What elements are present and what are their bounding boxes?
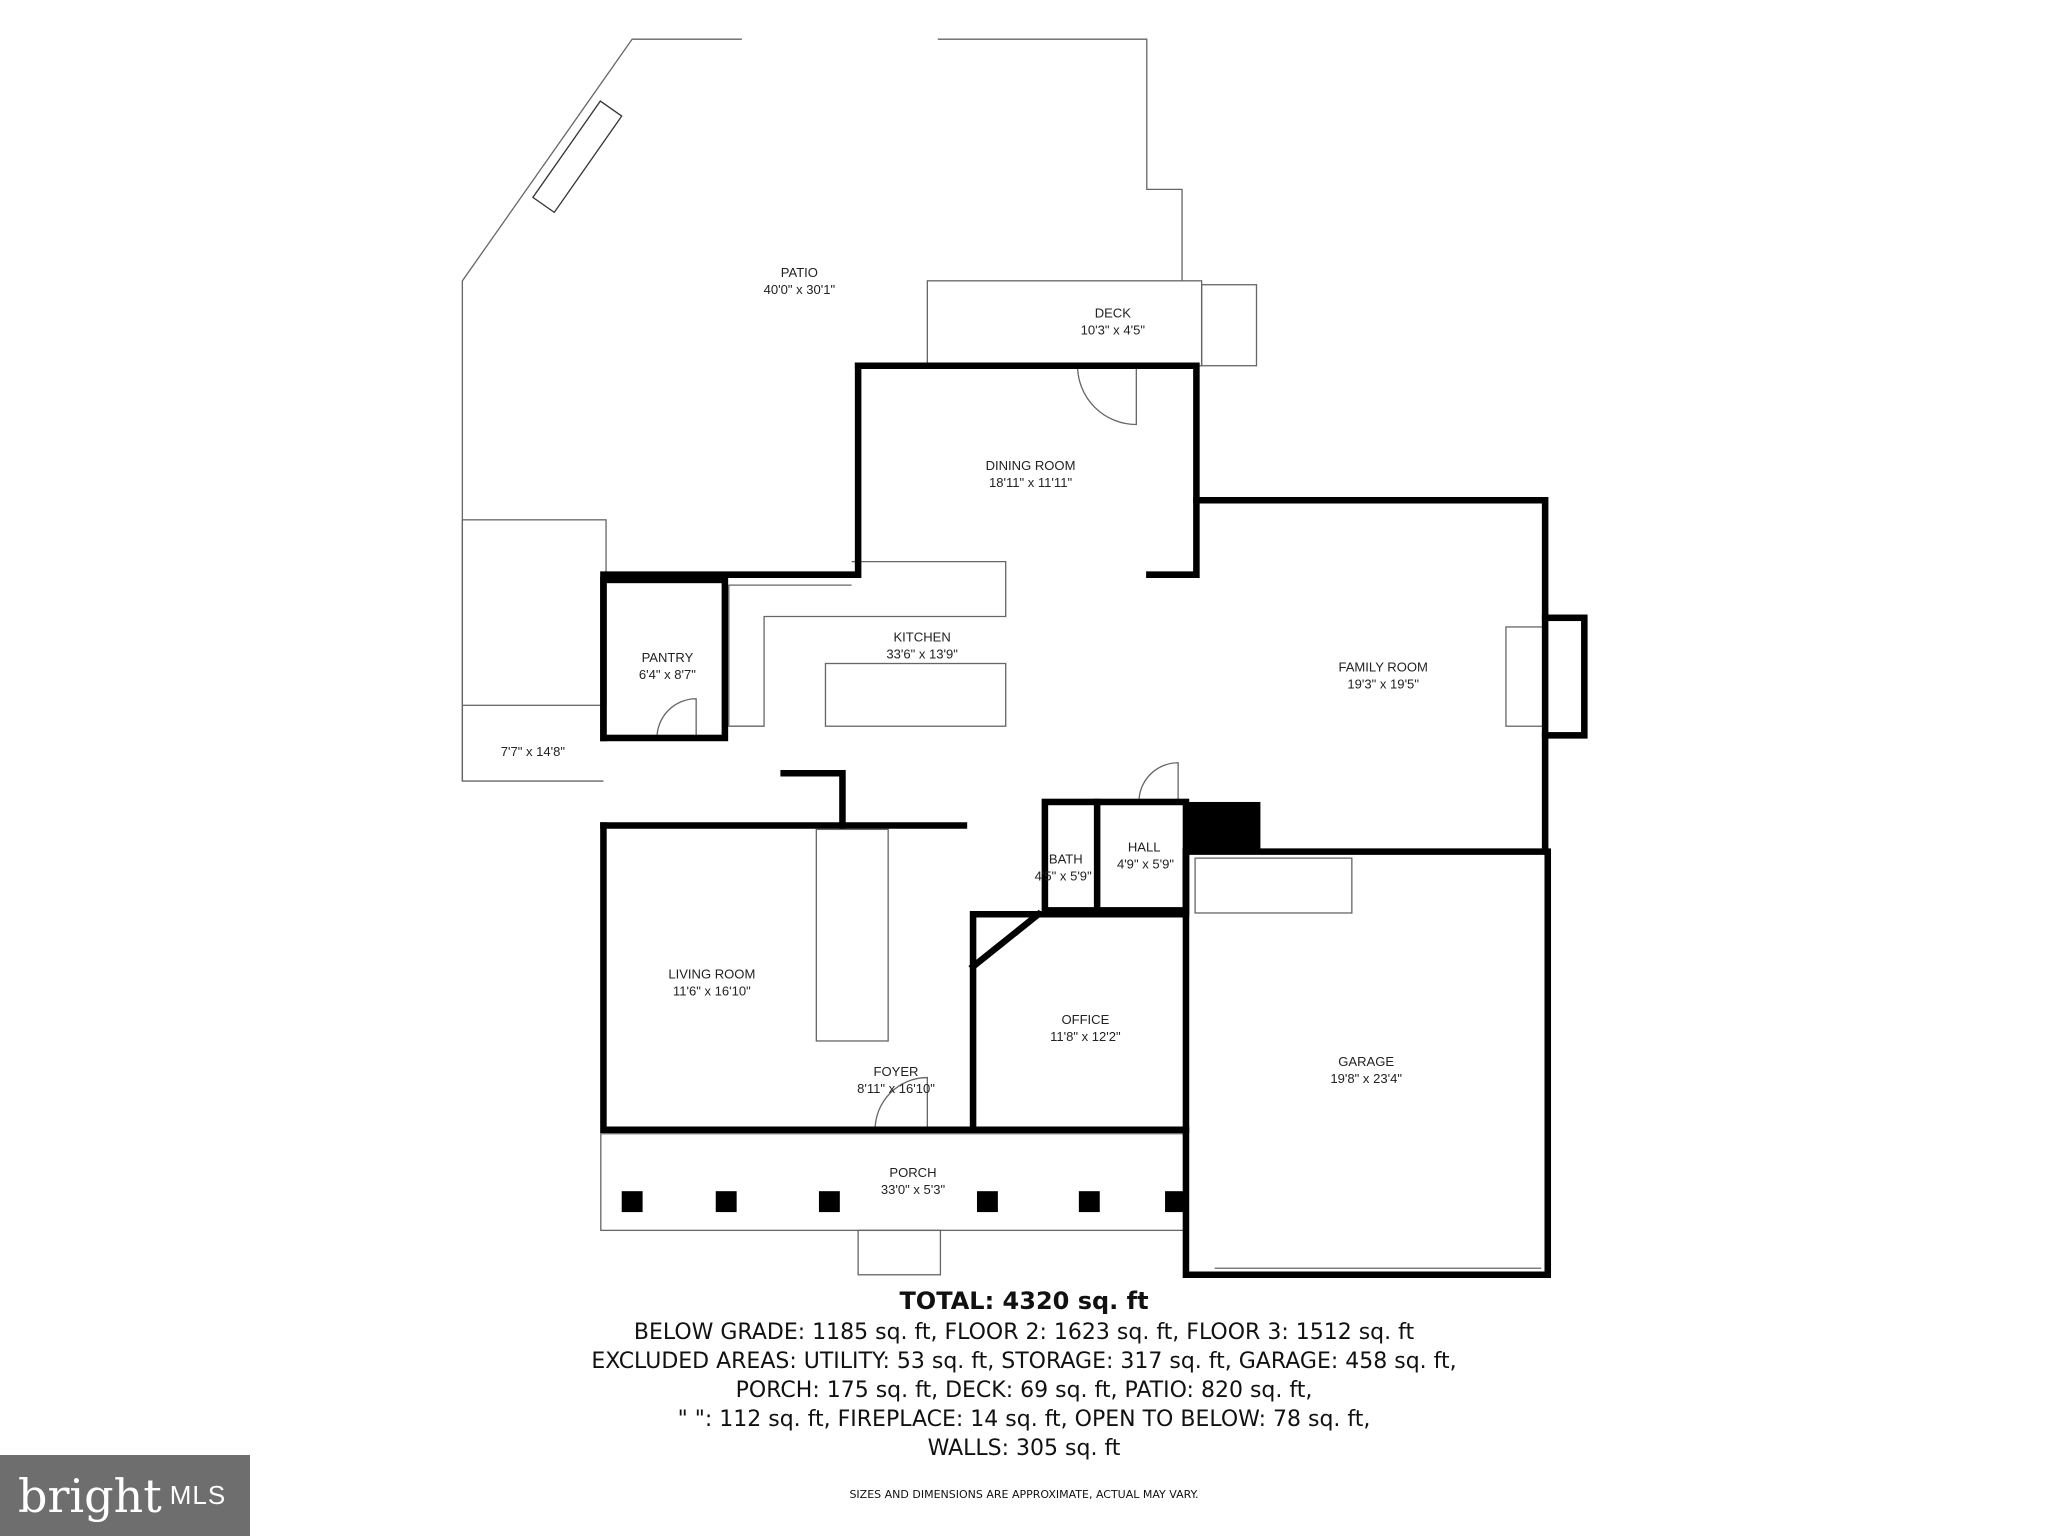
room-label-bath: BATH bbox=[1049, 851, 1083, 866]
room-label-family: FAMILY ROOM bbox=[1338, 659, 1427, 674]
room-dims-foyer: 8'11" x 16'10" bbox=[857, 1081, 935, 1096]
room-label-deck: DECK bbox=[1095, 305, 1132, 320]
room-label-living: LIVING ROOM bbox=[668, 966, 755, 981]
room-label-garage: GARAGE bbox=[1338, 1054, 1394, 1069]
room-dims-kitchen: 33'6" x 13'9" bbox=[886, 646, 958, 661]
walls bbox=[600, 362, 1552, 1279]
room-label-foyer: FOYER bbox=[874, 1064, 919, 1079]
garage-stairs bbox=[1194, 857, 1353, 914]
room-dims-stair-area: 7'7" x 14'8" bbox=[501, 744, 566, 759]
room-label-hall: HALL bbox=[1128, 840, 1161, 855]
room-dims-living: 11'6" x 16'10" bbox=[673, 983, 751, 998]
logo-brand: bright bbox=[18, 1468, 162, 1523]
area-line: WALLS: 305 sq. ft bbox=[927, 1436, 1121, 1461]
room-dims-pantry: 6'4" x 8'7" bbox=[639, 667, 696, 682]
fireplace bbox=[1541, 614, 1588, 739]
stairs bbox=[815, 828, 889, 1042]
room-dims-office: 11'8" x 12'2" bbox=[1050, 1029, 1121, 1044]
room-dims-dining: 18'11" x 11'11" bbox=[989, 475, 1073, 490]
thin-outlines bbox=[461, 38, 1546, 1276]
kitchen-counter bbox=[728, 560, 1007, 727]
room-labels: PATIO 40'0" x 30'1" DECK 10'3" x 4'5" DI… bbox=[501, 265, 1428, 1197]
room-label-kitchen: KITCHEN bbox=[893, 629, 950, 644]
area-line: PORCH: 175 sq. ft, DECK: 69 sq. ft, PATI… bbox=[735, 1378, 1313, 1403]
room-dims-hall: 4'9" x 5'9" bbox=[1117, 857, 1174, 872]
room-dims-porch: 33'0" x 5'3" bbox=[881, 1182, 946, 1197]
stair-treads bbox=[531, 100, 623, 214]
chimney-block bbox=[1185, 801, 1261, 852]
porch-columns bbox=[621, 1191, 1186, 1213]
room-label-porch: PORCH bbox=[889, 1165, 936, 1180]
deck bbox=[926, 280, 1203, 367]
room-label-dining: DINING ROOM bbox=[986, 458, 1076, 473]
disclaimer: SIZES AND DIMENSIONS ARE APPROXIMATE, AC… bbox=[849, 1488, 1199, 1501]
room-dims-deck: 10'3" x 4'5" bbox=[1081, 322, 1146, 337]
room-label-office: OFFICE bbox=[1061, 1012, 1109, 1027]
fireplace-hearth bbox=[1505, 626, 1546, 727]
room-dims-patio: 40'0" x 30'1" bbox=[764, 282, 836, 297]
total-area: TOTAL: 4320 sq. ft bbox=[899, 1287, 1149, 1315]
area-line: " ": 112 sq. ft, FIREPLACE: 14 sq. ft, O… bbox=[677, 1407, 1371, 1432]
deck-stairs bbox=[1200, 284, 1258, 367]
door-swing bbox=[1076, 365, 1137, 426]
bright-mls-logo: bright MLS bbox=[0, 1455, 250, 1536]
left-stairs bbox=[461, 519, 607, 706]
room-dims-family: 19'3" x 19'5" bbox=[1347, 676, 1419, 691]
area-line: BELOW GRADE: 1185 sq. ft, FLOOR 2: 1623 … bbox=[633, 1320, 1415, 1345]
area-breakdown: BELOW GRADE: 1185 sq. ft, FLOOR 2: 1623 … bbox=[0, 1318, 2048, 1463]
area-line: EXCLUDED AREAS: UTILITY: 53 sq. ft, STOR… bbox=[591, 1349, 1457, 1374]
front-steps bbox=[857, 1229, 942, 1276]
room-label-pantry: PANTRY bbox=[642, 650, 694, 665]
room-label-patio: PATIO bbox=[781, 265, 818, 280]
kitchen-island bbox=[824, 662, 1007, 727]
room-dims-garage: 19'8" x 23'4" bbox=[1330, 1071, 1402, 1086]
room-dims-bath: 4'5" x 5'9" bbox=[1035, 868, 1092, 883]
logo-suffix: MLS bbox=[169, 1480, 227, 1510]
